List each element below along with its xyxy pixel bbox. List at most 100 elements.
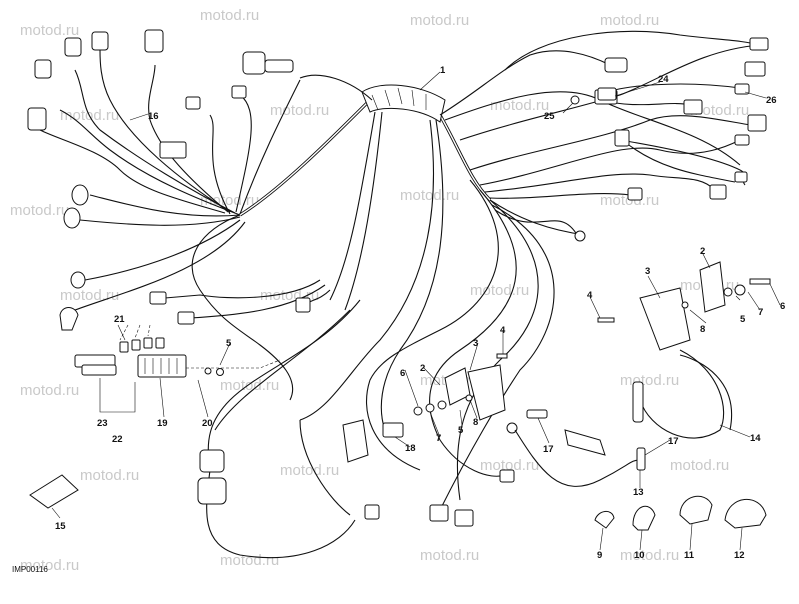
connector-plug bbox=[614, 129, 630, 147]
clamp bbox=[632, 505, 656, 531]
watermark: motod.ru bbox=[490, 97, 549, 114]
nut bbox=[413, 406, 423, 416]
washer bbox=[734, 284, 746, 296]
nut bbox=[723, 287, 733, 297]
callout-label: 6 bbox=[400, 368, 405, 379]
watermark: motod.ru bbox=[220, 377, 279, 394]
round-connector bbox=[71, 184, 89, 206]
callout-label: 2 bbox=[700, 246, 705, 257]
watermark: motod.ru bbox=[80, 467, 139, 484]
callout-label: 21 bbox=[114, 314, 125, 325]
watermark: motod.ru bbox=[60, 287, 119, 304]
pad bbox=[29, 474, 79, 509]
washer bbox=[437, 400, 447, 410]
ignition-coil bbox=[467, 364, 506, 421]
callout-label: 5 bbox=[740, 314, 746, 325]
harness-clip bbox=[597, 87, 617, 101]
connector-plug bbox=[683, 99, 703, 115]
callout-label: 3 bbox=[473, 338, 478, 349]
callout-label: 11 bbox=[684, 550, 695, 561]
double-connector bbox=[199, 449, 225, 473]
callout-label: 24 bbox=[658, 74, 669, 85]
cable-clamps bbox=[594, 495, 767, 531]
fuse bbox=[119, 341, 129, 353]
coil-bracket-right bbox=[597, 261, 771, 439]
callout-label: 25 bbox=[544, 111, 555, 122]
watermark: motod.ru bbox=[280, 462, 339, 479]
ring-terminal bbox=[574, 230, 586, 242]
rubber-pad bbox=[29, 474, 79, 509]
connector-plug bbox=[27, 107, 47, 131]
round-connector bbox=[70, 271, 86, 289]
fuse bbox=[131, 339, 141, 351]
watermark: motod.ru bbox=[670, 457, 729, 474]
connector-plug bbox=[295, 297, 311, 313]
callout-label: 10 bbox=[634, 550, 645, 561]
callout-label: 16 bbox=[148, 111, 159, 122]
main-harness bbox=[39, 30, 761, 559]
callout-label: 22 bbox=[112, 434, 123, 445]
connector-plug bbox=[749, 37, 769, 51]
watermark: motod.ru bbox=[420, 547, 479, 564]
connector-plug bbox=[149, 291, 167, 305]
connector-block bbox=[159, 141, 187, 159]
connector-plug bbox=[627, 187, 643, 201]
watermark: motod.ru bbox=[10, 202, 69, 219]
connector-plug bbox=[382, 422, 404, 438]
connector-plug bbox=[744, 61, 766, 77]
callout-label: 13 bbox=[633, 487, 644, 498]
connector-plug bbox=[185, 96, 201, 110]
watermark: motod.ru bbox=[20, 382, 79, 399]
boot-connector bbox=[59, 307, 79, 331]
bolt bbox=[496, 353, 508, 359]
sensor-connector bbox=[242, 51, 266, 75]
spark-plug-cap bbox=[632, 381, 644, 423]
nut bbox=[216, 368, 224, 376]
spark-plug bbox=[526, 409, 548, 419]
fuse bbox=[155, 337, 165, 349]
watermark: motod.ru bbox=[20, 22, 79, 39]
callout-label: 12 bbox=[734, 550, 745, 561]
bolt bbox=[749, 278, 771, 285]
connectors bbox=[27, 29, 769, 527]
callout-label: 15 bbox=[55, 521, 66, 532]
callout-label: 19 bbox=[157, 418, 168, 429]
bolt-head bbox=[681, 301, 689, 309]
leader-lines bbox=[51, 71, 781, 551]
watermark: motod.ru bbox=[270, 102, 329, 119]
connector-plug bbox=[64, 37, 82, 57]
callout-label: 7 bbox=[758, 307, 763, 318]
clamp bbox=[679, 495, 713, 525]
callout-label: 1 bbox=[440, 65, 446, 76]
watermark: motod.ru bbox=[400, 187, 459, 204]
connector-plug bbox=[734, 83, 750, 95]
callout-label: 5 bbox=[458, 425, 464, 436]
connector-plug bbox=[734, 134, 750, 146]
watermark: motod.ru bbox=[20, 557, 79, 574]
connector-plug bbox=[454, 509, 474, 527]
callout-label: 7 bbox=[436, 433, 441, 444]
callout-label: 9 bbox=[597, 550, 602, 561]
screw bbox=[597, 317, 615, 323]
plug-cap bbox=[564, 429, 606, 456]
callout-label: 8 bbox=[473, 417, 478, 428]
callout-label: 4 bbox=[587, 290, 593, 301]
watermark: motod.ru bbox=[410, 12, 469, 29]
ring-terminal bbox=[506, 422, 518, 434]
fuse-box bbox=[137, 354, 187, 378]
callout-label: 2 bbox=[420, 363, 425, 374]
connector-plug bbox=[34, 59, 52, 79]
fuse-cover-base bbox=[81, 364, 117, 376]
connector-plug bbox=[604, 57, 628, 73]
spark-plug bbox=[636, 447, 646, 471]
watermark: motod.ru bbox=[690, 102, 749, 119]
connector-plug bbox=[499, 469, 515, 483]
screw bbox=[570, 95, 580, 105]
callout-label: 20 bbox=[202, 418, 213, 429]
callout-label: 3 bbox=[645, 266, 650, 277]
watermark: motod.ru bbox=[480, 457, 539, 474]
connector-plug bbox=[747, 114, 767, 132]
callout-label: 23 bbox=[97, 418, 108, 429]
round-connector bbox=[63, 207, 81, 229]
connector-plug bbox=[364, 504, 380, 520]
